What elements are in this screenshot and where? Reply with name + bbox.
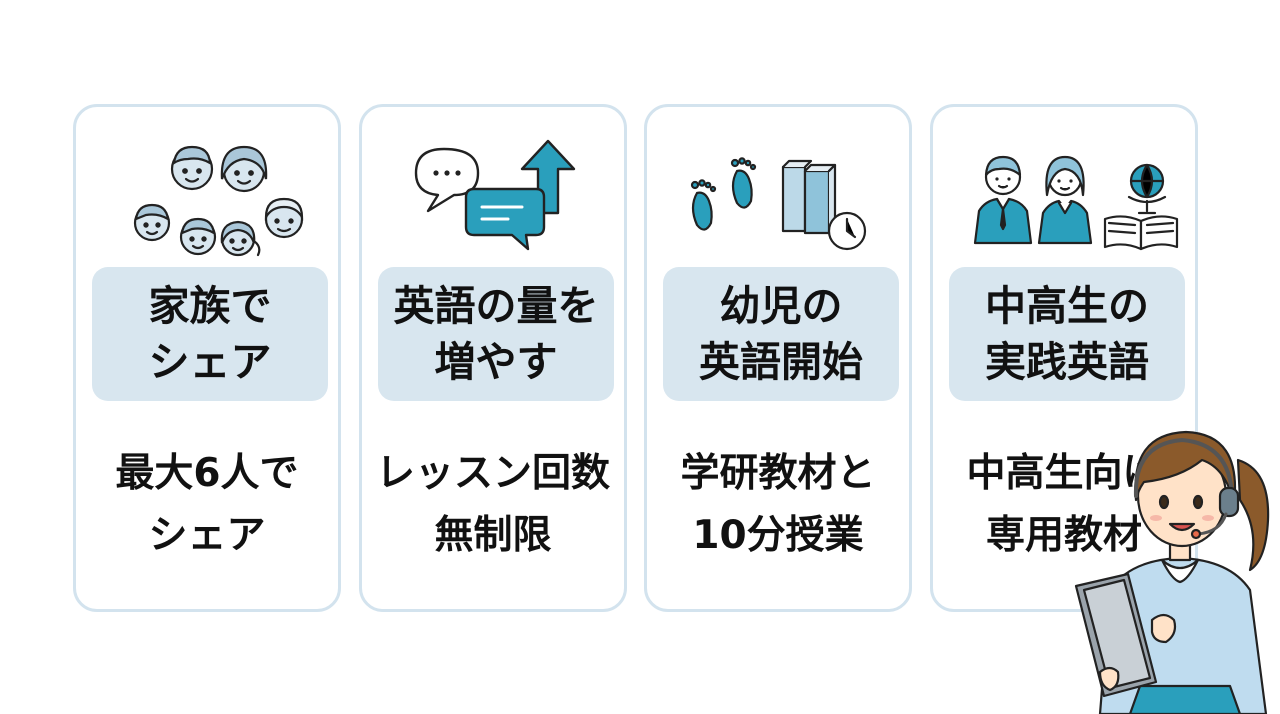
- feature-label-line: 英語の量を: [393, 282, 599, 330]
- feature-description-line: 学研教材と: [680, 451, 876, 496]
- feature-label: 中高生の 実践英語: [949, 267, 1185, 401]
- feature-card-toddler: 幼児の 英語開始 学研教材と 10分授業: [644, 104, 912, 612]
- feature-description-line: レッスン回数: [375, 451, 610, 496]
- feature-card-family: 家族で シェア 最大6人で シェア: [73, 104, 341, 612]
- feature-label: 家族で シェア: [92, 267, 328, 401]
- feature-label-line: 中高生の: [985, 282, 1149, 330]
- feature-description-line: 最大6人で: [115, 451, 299, 496]
- speech-bubbles-up-arrow-icon: [382, 131, 610, 261]
- feature-description: 学研教材と 10分授業: [647, 443, 909, 567]
- feature-label-line: 家族で: [148, 282, 272, 330]
- feature-description-line: 無制限: [434, 513, 552, 558]
- family-faces-icon: [96, 131, 324, 261]
- feature-card-english-volume: 英語の量を 増やす レッスン回数 無制限: [359, 104, 627, 612]
- feature-description: 中高生向け 専用教材: [933, 443, 1195, 567]
- students-globe-book-icon: [953, 131, 1181, 261]
- feature-description: 最大6人で シェア: [76, 443, 338, 567]
- feature-label-line: 増やす: [434, 338, 558, 386]
- feature-card-teens: 中高生の 実践英語 中高生向け 専用教材: [930, 104, 1198, 612]
- feature-label-line: 幼児の: [719, 282, 843, 330]
- feature-label-line: 英語開始: [699, 338, 863, 386]
- feature-description-line: 10分授業: [692, 513, 864, 558]
- feature-description-line: シェア: [148, 513, 266, 558]
- feature-description-line: 中高生向け: [966, 451, 1162, 496]
- feature-label-line: 実践英語: [985, 338, 1149, 386]
- feature-description: レッスン回数 無制限: [362, 443, 624, 567]
- feature-label: 英語の量を 増やす: [378, 267, 614, 401]
- feature-label-line: シェア: [148, 338, 272, 386]
- footprints-books-clock-icon: [667, 131, 895, 261]
- teacher-with-headset-and-tablet-icon: [1070, 420, 1280, 714]
- feature-description-line: 専用教材: [985, 513, 1142, 558]
- feature-label: 幼児の 英語開始: [663, 267, 899, 401]
